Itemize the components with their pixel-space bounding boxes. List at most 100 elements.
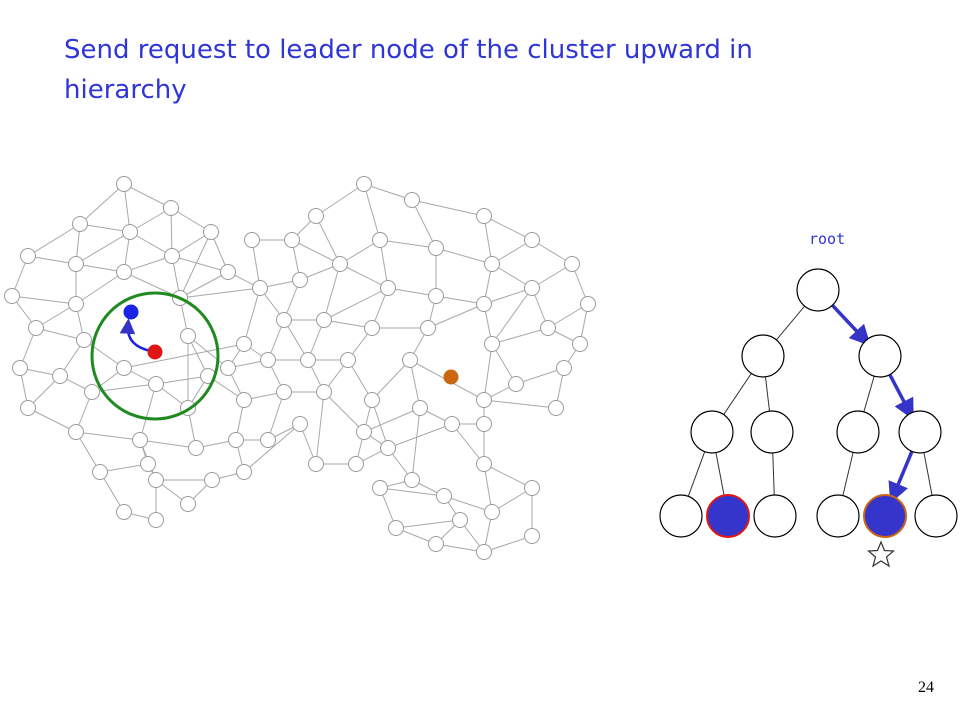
network-node	[428, 240, 444, 256]
network-edge	[483, 343, 493, 401]
network-node	[68, 296, 84, 312]
network-edge	[451, 423, 485, 465]
tree-root-node	[796, 268, 840, 312]
network-node	[236, 392, 252, 408]
tree-arrow	[887, 371, 914, 421]
network-edge	[371, 359, 411, 401]
network-edge	[315, 215, 341, 265]
page-number: 24	[918, 679, 934, 696]
network-node	[388, 520, 404, 536]
network-edge	[27, 223, 81, 257]
network-edge	[323, 319, 373, 329]
tree-arrow	[829, 302, 871, 347]
network-node	[20, 400, 36, 416]
network-node	[476, 416, 492, 432]
network-edge	[483, 535, 533, 553]
network-node	[404, 472, 420, 488]
network-node	[564, 256, 580, 272]
network-node	[276, 312, 292, 328]
network-edges	[11, 183, 589, 553]
network-node	[220, 360, 236, 376]
network-node	[444, 416, 460, 432]
network-node	[316, 384, 332, 400]
tree-arrow	[888, 448, 915, 504]
network-edge	[427, 303, 485, 329]
network-edge	[267, 391, 285, 441]
network-node	[484, 256, 500, 272]
network-edge	[99, 463, 149, 473]
network-edge	[171, 255, 229, 273]
network-edge	[27, 255, 77, 265]
network-edge	[339, 263, 389, 289]
network-edge	[323, 287, 389, 321]
network-edge	[483, 399, 557, 409]
network-edge	[363, 407, 421, 433]
network-edge	[363, 183, 413, 201]
network-node	[476, 456, 492, 472]
network-edge	[483, 463, 533, 489]
hierarchy-tree: root	[659, 230, 958, 568]
network-node	[476, 296, 492, 312]
network-node	[116, 264, 132, 280]
network-node	[284, 232, 300, 248]
network-node	[76, 332, 92, 348]
leader-node	[123, 304, 139, 320]
network-node	[188, 440, 204, 456]
network-edge	[35, 327, 85, 341]
network-edge	[411, 407, 421, 481]
tree-edge	[863, 376, 875, 412]
network-edge	[491, 287, 533, 345]
request-arrow	[119, 318, 152, 353]
network-node	[236, 336, 252, 352]
slide-title-line-1: Send request to leader node of the clust…	[64, 35, 753, 65]
network-node	[402, 352, 418, 368]
network-edge	[315, 183, 365, 217]
network-node	[556, 360, 572, 376]
network-node	[476, 208, 492, 224]
network-edge	[75, 231, 131, 265]
tree-node	[750, 410, 794, 454]
network-edge	[179, 231, 212, 299]
network-node	[148, 472, 164, 488]
network-edge	[75, 271, 125, 305]
network-node	[580, 296, 596, 312]
target-node	[443, 369, 459, 385]
network-edge	[155, 375, 209, 385]
network-edge	[123, 255, 173, 273]
network-node	[132, 432, 148, 448]
network-node	[68, 424, 84, 440]
network-node	[372, 232, 388, 248]
network-node	[524, 480, 540, 496]
network-edge	[483, 215, 493, 265]
network-node	[148, 376, 164, 392]
network-edge	[323, 263, 341, 321]
network-edge	[187, 335, 229, 369]
network-node	[84, 384, 100, 400]
network-edge	[170, 207, 173, 257]
network-graph	[4, 176, 596, 560]
network-node	[292, 416, 308, 432]
network-node	[572, 336, 588, 352]
network-node	[508, 376, 524, 392]
network-node	[340, 352, 356, 368]
network-node	[180, 328, 196, 344]
network-nodes	[4, 176, 596, 560]
network-edge	[379, 239, 389, 289]
network-edge	[435, 543, 485, 553]
tree-node	[753, 494, 797, 538]
network-node	[372, 480, 388, 496]
network-node	[163, 200, 179, 216]
tree-edge	[764, 376, 771, 412]
tree-edges	[687, 305, 933, 497]
cluster-boundary-circle	[90, 291, 220, 421]
network-node	[52, 368, 68, 384]
network-node	[380, 440, 396, 456]
network-edge	[243, 287, 261, 345]
network-edge	[483, 463, 493, 513]
network-node	[72, 216, 88, 232]
network-node	[276, 384, 292, 400]
network-edge	[387, 287, 437, 297]
network-node	[203, 224, 219, 240]
tree-root-label: root	[809, 230, 845, 248]
